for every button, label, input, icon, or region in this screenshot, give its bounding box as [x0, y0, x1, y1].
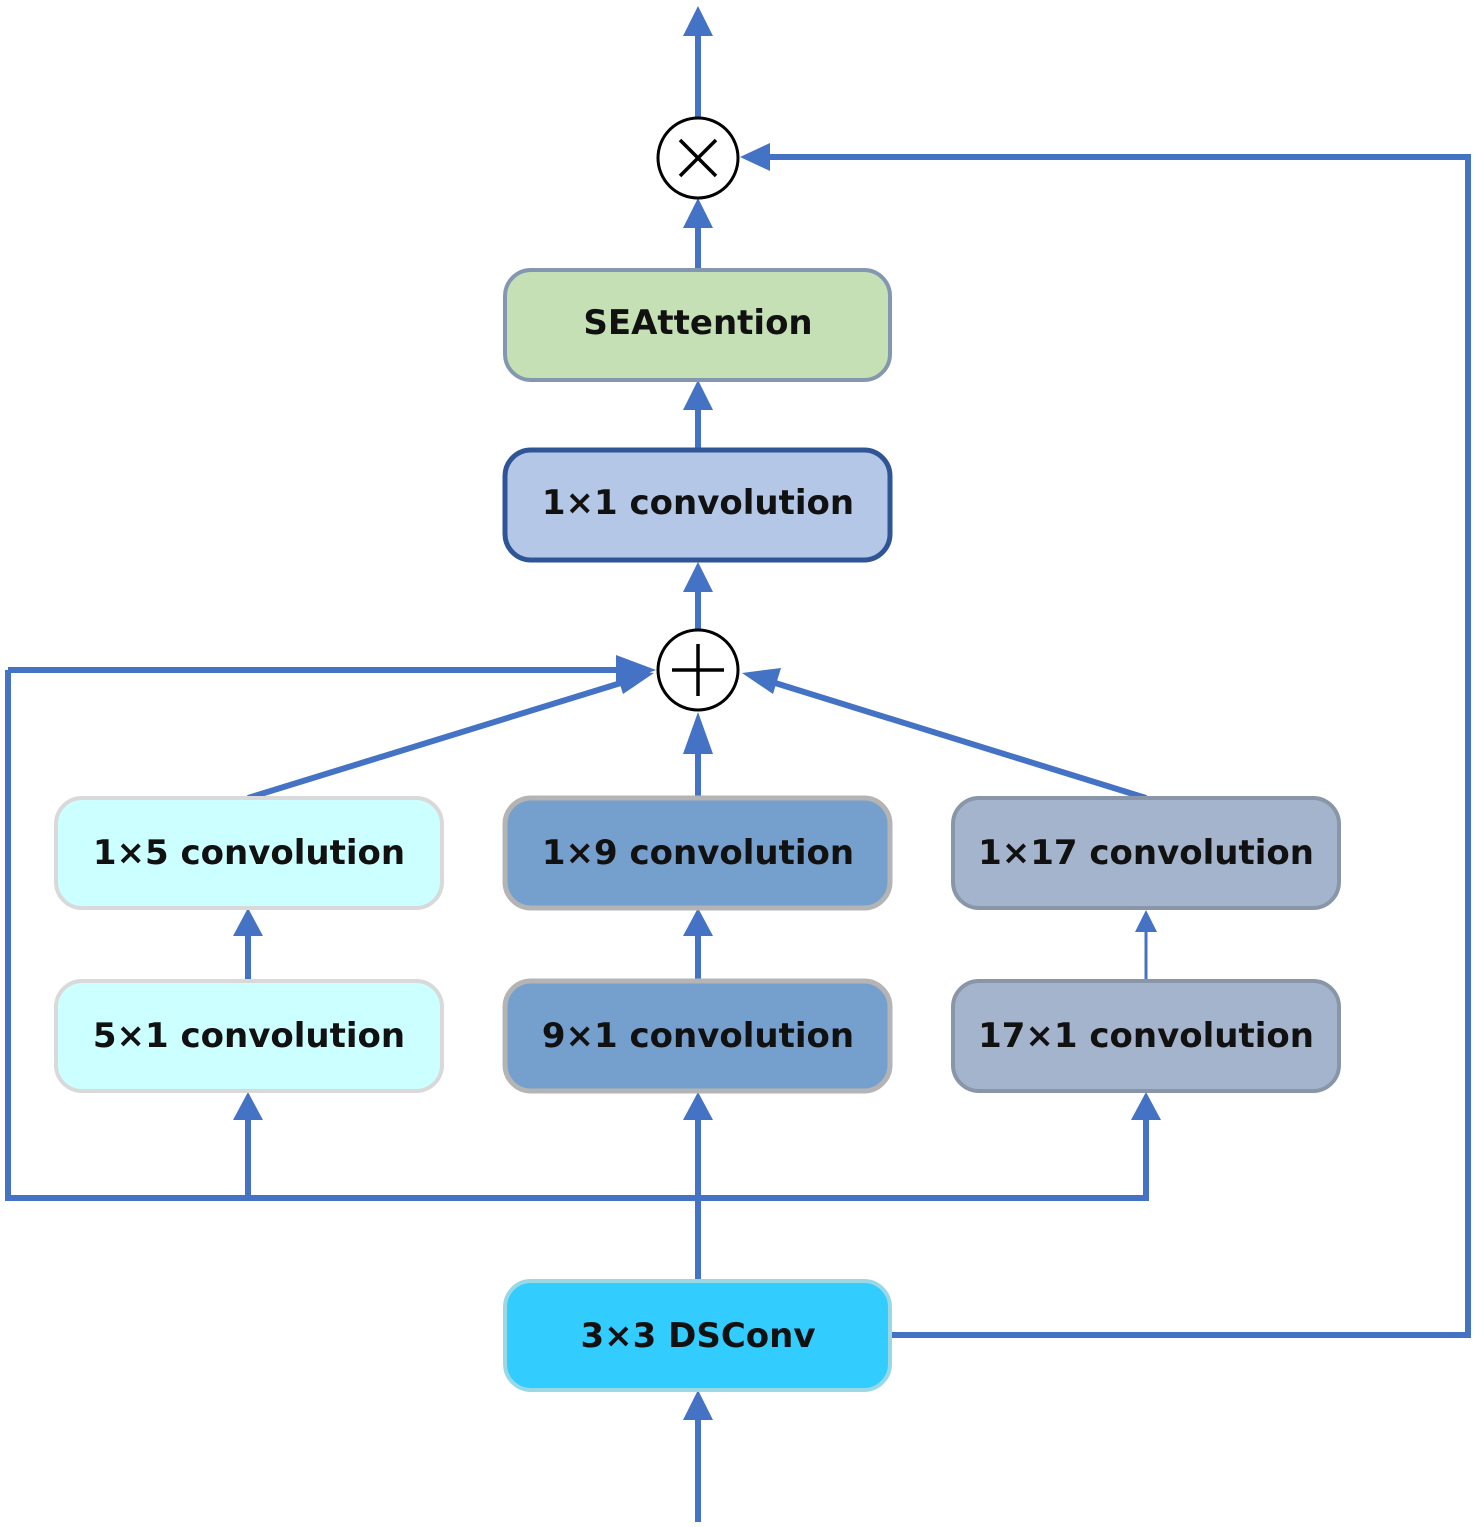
- conv1x9-label: 1×9 convolution: [542, 833, 854, 873]
- middle-branch-arrow-head: [683, 1092, 713, 1120]
- conv1x5-box: [54, 796, 444, 910]
- conv9x1-box: [502, 978, 893, 1094]
- conv5x1-block: 5×1 convolution: [54, 979, 444, 1093]
- seattention-block: SEAttention: [503, 268, 892, 382]
- right-branch-arrow-head: [1131, 1092, 1161, 1120]
- conv1x1-label: 1×1 convolution: [542, 483, 854, 523]
- conv1x5-block: 1×5 convolution: [54, 796, 444, 910]
- add-to-conv1x1-arrow-head: [683, 562, 713, 592]
- dsconv-block: 3×3 DSConv: [503, 1279, 892, 1392]
- dsconv-box: [503, 1279, 892, 1392]
- add-operator: [656, 628, 740, 712]
- conv1x9-box: [502, 795, 893, 911]
- conv1x17-block: 1×17 convolution: [951, 796, 1341, 910]
- dsconv-label: 3×3 DSConv: [580, 1316, 815, 1356]
- distribution-bus: [5, 670, 1149, 1201]
- left-branch-arrow-head: [233, 1092, 263, 1120]
- conv1x17-label: 1×17 convolution: [978, 833, 1314, 873]
- plus-icon: [672, 644, 724, 696]
- seattention-label: SEAttention: [583, 303, 812, 343]
- conv17x1-label: 17×1 convolution: [978, 1016, 1314, 1056]
- middle-branch-output-arrow-head: [683, 712, 713, 754]
- conv5x1-label: 5×1 convolution: [93, 1016, 405, 1056]
- conv1x5-label: 1×5 convolution: [93, 833, 405, 873]
- left-branch-output-line: [247, 679, 625, 801]
- conv1x9-block: 1×9 convolution: [502, 795, 893, 911]
- conv1x17-box: [951, 796, 1341, 910]
- left-inner-arrow-head: [233, 908, 263, 936]
- multiply-operator: [656, 116, 740, 200]
- dsconv-skip-line: [770, 154, 1471, 1338]
- seattention-box: [503, 268, 892, 382]
- input-arrow-head: [683, 1390, 713, 1420]
- connectors: [5, 6, 1471, 1522]
- conv9x1-block: 9×1 convolution: [502, 978, 893, 1094]
- right-branch-output-arrow-head: [742, 668, 781, 694]
- right-inner-arrow-head: [1135, 910, 1157, 932]
- conv1x1-to-se-arrow-head: [683, 380, 713, 410]
- conv17x1-block: 17×1 convolution: [951, 979, 1341, 1093]
- conv17x1-box: [951, 979, 1341, 1093]
- conv1x1-block: 1×1 convolution: [502, 447, 893, 563]
- dsconv-skip-arrow-head: [740, 143, 770, 171]
- conv9x1-label: 9×1 convolution: [542, 1016, 854, 1056]
- conv1x1-box: [502, 447, 893, 563]
- times-icon: [678, 138, 718, 178]
- middle-inner-arrow-head: [683, 908, 713, 936]
- right-branch-output-line: [771, 679, 1147, 801]
- left-branch-output-arrow-head: [615, 668, 654, 694]
- output-arrow-head: [683, 6, 713, 36]
- se-to-multiply-arrow-head: [683, 198, 713, 228]
- conv5x1-box: [54, 979, 444, 1093]
